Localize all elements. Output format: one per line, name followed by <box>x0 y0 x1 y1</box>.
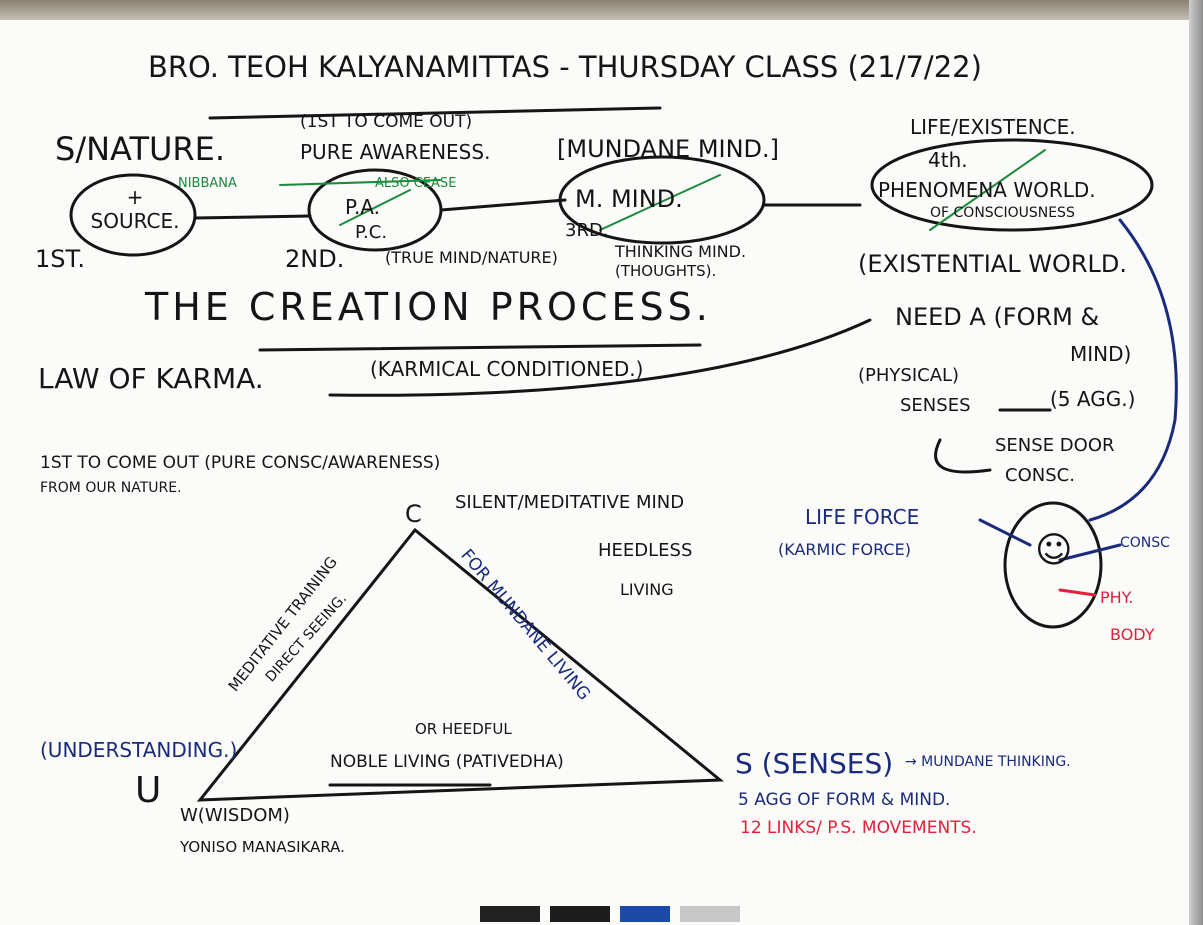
also-cease-label: ALSO CEASE <box>375 176 457 191</box>
creation-underline <box>258 343 702 352</box>
nibbana-arrow <box>279 179 441 186</box>
thinking-mind: THINKING MIND. <box>615 242 747 261</box>
u-label: U <box>135 770 162 811</box>
law-of-karma: LAW OF KARMA. <box>38 362 264 395</box>
nibbana-label: NIBBANA <box>178 176 237 191</box>
life-force: LIFE FORCE <box>805 505 920 529</box>
marker-icon <box>620 906 670 922</box>
or-heedful: OR HEEDFUL <box>415 720 512 738</box>
consc-arrow <box>1058 543 1122 562</box>
fourth-label: 4th. <box>928 148 968 172</box>
body-circle <box>1003 501 1103 629</box>
title-underline <box>208 106 662 120</box>
heedless-1: HEEDLESS <box>598 540 693 561</box>
source-node <box>69 173 197 257</box>
phy-label: PHY. <box>1100 588 1134 607</box>
sense-door-2: CONSC. <box>1005 465 1075 486</box>
whiteboard-frame-right <box>1189 0 1203 925</box>
physical-senses-1: (PHYSICAL) <box>858 365 960 386</box>
title: BRO. TEOH KALYANAMITTAS - THURSDAY CLASS… <box>148 50 982 84</box>
thoughts: (THOUGHTS). <box>615 262 717 280</box>
life-existence: LIFE/EXISTENCE. <box>910 115 1076 139</box>
understanding: (UNDERSTANDING.) <box>40 738 238 762</box>
karmical-conditioned: (KARMICAL CONDITIONED.) <box>370 357 644 381</box>
whiteboard-frame-top <box>0 0 1203 22</box>
existential-world: (EXISTENTIAL WORLD. <box>858 250 1127 278</box>
pa-cross-arrow <box>339 189 411 226</box>
stick-figure-icon: ☺ <box>1035 530 1073 571</box>
pa-node-label-1: P.A. <box>345 195 380 219</box>
arrow-karma-need <box>328 318 872 397</box>
triangle <box>196 527 725 802</box>
mundane-thinking: → MUNDANE THINKING. <box>905 754 1071 770</box>
s-senses: S (SENSES) <box>735 747 894 780</box>
phenomena-cross-arrow <box>929 149 1046 231</box>
five-agg-form: 5 AGG OF FORM & MIND. <box>738 790 951 810</box>
phy-body-arrow <box>1058 588 1097 597</box>
karmic-force: (KARMIC FORCE) <box>778 540 911 559</box>
life-force-arrow <box>978 518 1032 547</box>
body-label: BODY <box>1110 625 1155 644</box>
mind-cross-arrow <box>599 174 721 231</box>
third-label: 3RD. <box>565 220 609 241</box>
pa-node-label-2: P.C. <box>355 222 388 243</box>
five-agg: (5 AGG.) <box>1050 387 1136 411</box>
consc-label: CONSC <box>1120 535 1170 551</box>
twelve-links: 12 LINKS/ P.S. MOVEMENTS. <box>740 818 977 838</box>
wisdom: W(WISDOM) <box>180 805 290 826</box>
silent-mind: SILENT/MEDITATIVE MIND <box>455 492 685 513</box>
marker-icon <box>480 906 540 922</box>
whiteboard <box>0 20 1189 925</box>
first-to-come-out: 1ST TO COME OUT (PURE CONSC/AWARENESS) <box>40 453 441 473</box>
phenomena-label-1: PHENOMENA WORLD. <box>878 178 1096 202</box>
pure-awareness: PURE AWARENESS. <box>300 140 491 164</box>
mind-label: MIND) <box>1070 342 1132 366</box>
marker-icon <box>550 906 610 922</box>
creation-process: THE CREATION PROCESS. <box>145 285 712 329</box>
source-heading: S/NATURE. <box>55 130 226 168</box>
phenomena-node <box>870 138 1154 232</box>
physical-senses-2: SENSES <box>900 395 971 416</box>
heedless-2: LIVING <box>620 580 674 599</box>
from-our-nature: FROM OUR NATURE. <box>40 480 182 496</box>
pure-awareness-note: (1ST TO COME OUT) <box>300 112 473 132</box>
phenomena-label-2: OF CONSCIOUSNESS <box>930 205 1075 221</box>
mind-node-label: M. MIND. <box>575 185 683 213</box>
mundane-heading: [MUNDANE MIND.] <box>557 135 780 163</box>
arrow-pa-mind <box>439 198 567 212</box>
arrow-source-pa <box>193 214 312 220</box>
marker-icon <box>680 906 740 922</box>
true-mind-label: (TRUE MIND/NATURE) <box>385 248 558 267</box>
blue-feedback-line <box>1088 218 1178 522</box>
sense-door-arrow <box>934 438 992 474</box>
source-node-label: + SOURCE. <box>90 185 180 233</box>
sense-door-1: SENSE DOOR <box>995 435 1115 456</box>
noble-living: NOBLE LIVING (PATIVEDHA) <box>330 752 564 772</box>
second-label: 2ND. <box>285 245 345 273</box>
c-label: C <box>405 500 422 528</box>
marker-tray <box>480 906 740 922</box>
first-label: 1ST. <box>35 245 85 273</box>
need-form: NEED A (FORM & <box>895 303 1100 331</box>
yoniso-manasikara: YONISO MANASIKARA. <box>180 838 345 856</box>
